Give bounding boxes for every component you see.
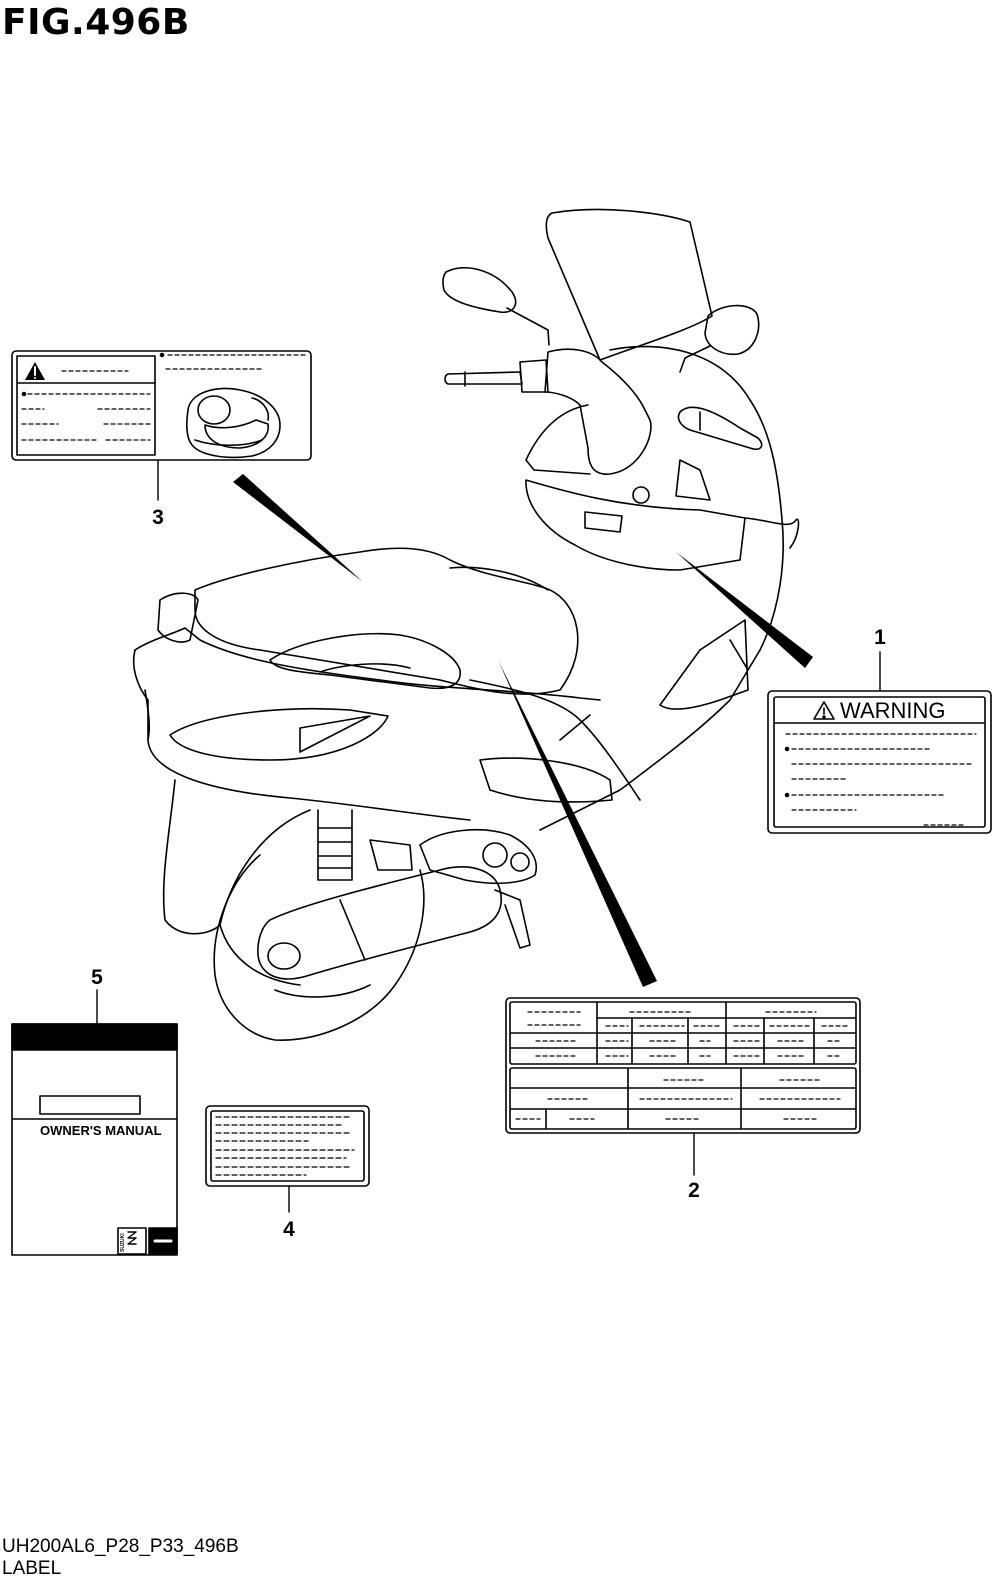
manual-title: OWNER'S MANUAL (40, 1123, 162, 1138)
part-5-owners-manual (11, 1023, 178, 1256)
figure-label: LABEL (2, 1558, 62, 1579)
callout-number-5: 5 (91, 966, 103, 989)
placeholder-text-lines (515, 1011, 849, 1120)
placeholder-text-lines (215, 1116, 355, 1176)
manual-brand: SUZUKI (120, 1233, 126, 1252)
part-4-info-label (205, 1105, 370, 1187)
part-2-tire-label (505, 997, 861, 1134)
figure-code: UH200AL6_P28_P33_496B (2, 1536, 239, 1557)
warning-heading: WARNING (840, 698, 946, 723)
callout-number-4: 4 (283, 1218, 295, 1241)
part-1-warning-label (767, 690, 992, 834)
callout-leaders (96, 460, 881, 1213)
placeholder-text-lines (21, 354, 307, 441)
callout-number-3: 3 (152, 506, 164, 529)
warning-triangle-icon-1 (813, 701, 835, 720)
scooter-illustration (132, 208, 800, 1041)
suzuki-logo-icon (117, 1227, 178, 1255)
pointer-label-1 (676, 552, 813, 668)
figure-title: FIG.496B (2, 2, 190, 43)
pointer-label-2 (498, 660, 657, 987)
leader-pointers (233, 474, 813, 987)
pointer-label-3 (233, 474, 363, 582)
part-3-helmet-label (11, 350, 312, 461)
callout-number-2: 2 (688, 1179, 700, 1202)
placeholder-text-lines (785, 733, 977, 826)
helmet-compartment-icon (186, 387, 281, 459)
callout-number-1: 1 (874, 626, 886, 649)
